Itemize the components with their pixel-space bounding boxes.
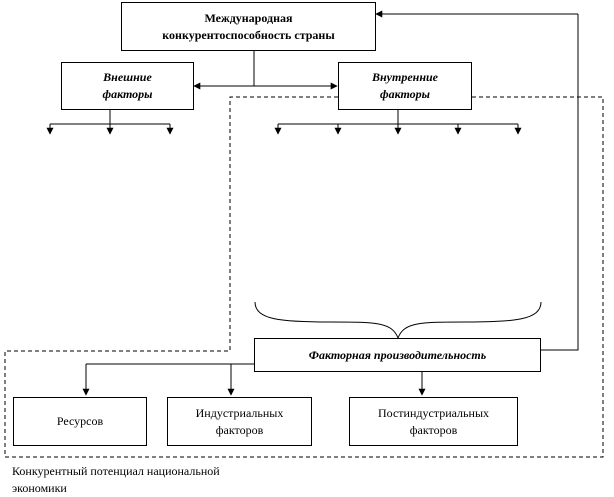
industrial-factors-box: Индустриальных факторов xyxy=(167,397,312,446)
internal-factors-label: Внутренние факторы xyxy=(372,70,438,101)
feedback-line xyxy=(541,14,579,351)
curly-brace xyxy=(254,301,542,340)
factor-productivity-label: Факторная производительность xyxy=(308,347,487,362)
industrial-factors-label: Индустриальных факторов xyxy=(195,405,284,437)
international-competitiveness-box: Международная конкурентоспособность стра… xyxy=(121,2,376,51)
external-factors-label: Внешние факторы xyxy=(102,70,153,101)
international-competitiveness-label: Международная конкурентоспособность стра… xyxy=(162,10,335,42)
postindustrial-factors-box: Постиндустриальных факторов xyxy=(349,397,518,446)
resources-box: Ресурсов xyxy=(13,397,147,446)
internal-factors-box: Внутренние факторы xyxy=(338,62,472,110)
external-factors-box: Внешние факторы xyxy=(61,62,194,110)
factor-productivity-box: Факторная производительность xyxy=(254,338,541,372)
resources-label: Ресурсов xyxy=(56,414,104,428)
competitive-potential-caption: Конкурентный потенциал национальной экон… xyxy=(12,464,220,495)
dashed-potential-boundary xyxy=(4,96,604,458)
postindustrial-factors-label: Постиндустриальных факторов xyxy=(378,405,489,437)
